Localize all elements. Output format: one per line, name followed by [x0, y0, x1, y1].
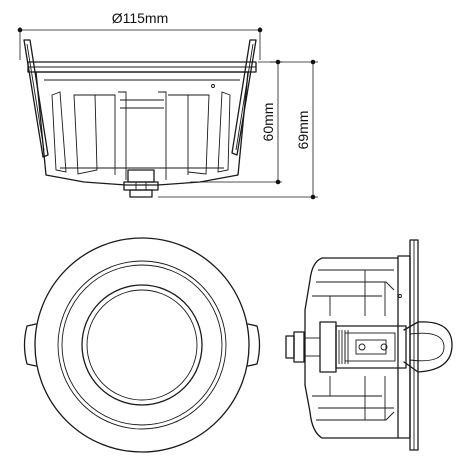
- side-cable-gland: [285, 331, 320, 363]
- cable-gland: [123, 169, 159, 198]
- height-69-label: 69mm: [295, 111, 311, 150]
- bezel-ring: [61, 264, 223, 426]
- side-tab-left: [23, 323, 37, 367]
- spring-clip-right: [231, 39, 257, 156]
- spring-clip-left: [23, 39, 49, 158]
- trim-flange: [27, 61, 257, 73]
- front-elevation-view: Ø115mm: [17, 10, 318, 200]
- side-tab-right: [247, 323, 261, 367]
- lens-outer: [81, 284, 203, 406]
- outer-trim-ring: [34, 237, 250, 453]
- diameter-label: Ø115mm: [112, 10, 169, 26]
- height-dimension-69: 69mm: [158, 59, 318, 200]
- side-housing: [304, 257, 399, 439]
- diameter-dimension: Ø115mm: [17, 10, 263, 60]
- side-fins: [312, 269, 395, 421]
- front-face-view: [23, 237, 261, 453]
- side-ring: [397, 255, 411, 439]
- side-connector: [319, 321, 407, 373]
- inner-trim-ring: [57, 260, 227, 430]
- housing-body: [35, 71, 249, 186]
- height-60-label: 60mm: [260, 103, 276, 142]
- side-view: [285, 239, 453, 451]
- lens-inner: [86, 289, 198, 401]
- height-dimension-60: 60mm: [190, 59, 282, 185]
- side-spring-clip: [403, 321, 453, 373]
